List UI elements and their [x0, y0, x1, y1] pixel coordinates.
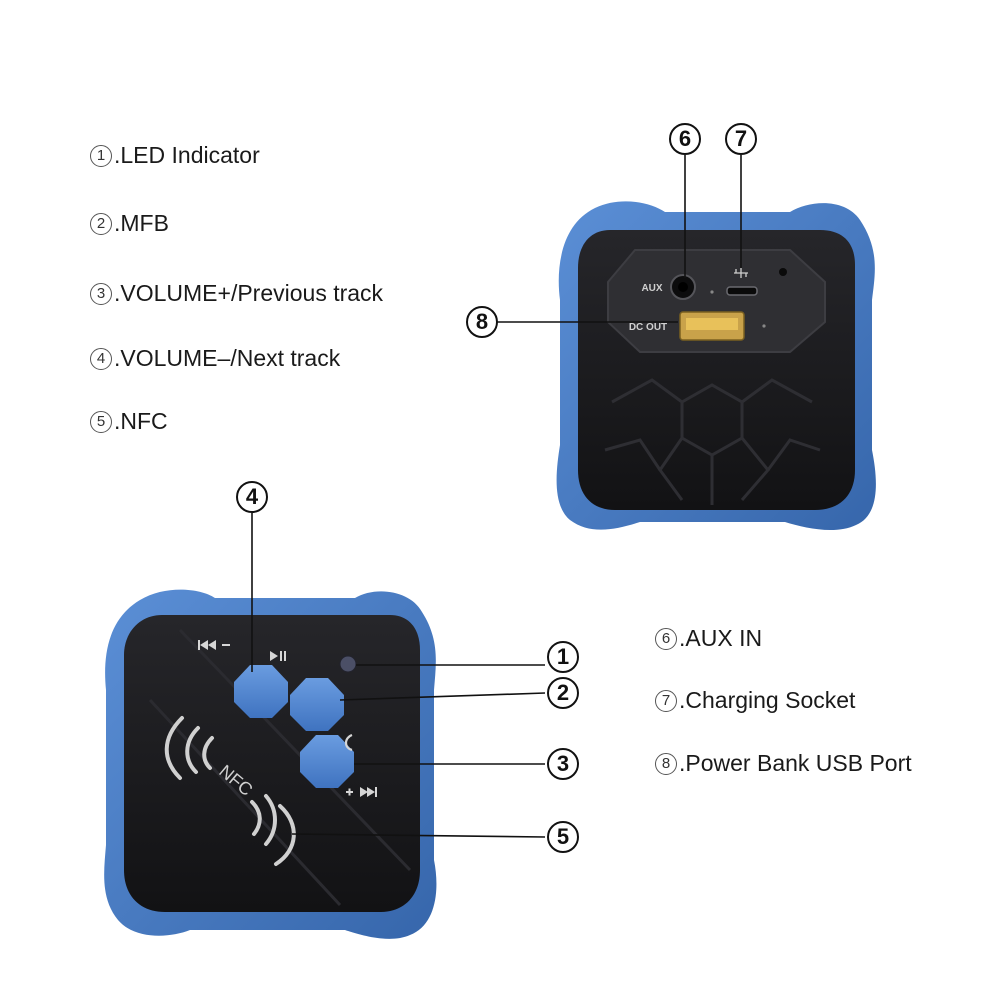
legend-number: 8: [655, 752, 677, 775]
callout-1: 1: [547, 641, 579, 673]
legend-item-2: 2 .MFB: [90, 210, 169, 237]
front-face-panel: [124, 615, 420, 912]
legend-item-4: 4 .VOLUME–/Next track: [90, 345, 340, 372]
legend-number: 3: [90, 282, 112, 305]
micro-usb-port: [726, 286, 758, 296]
legend-item-7: 7 .Charging Socket: [655, 687, 855, 714]
legend-number: 5: [90, 410, 112, 433]
legend-item-3: 3 .VOLUME+/Previous track: [90, 280, 383, 307]
nfc-waves-left: [164, 716, 214, 780]
mic-hole: [779, 268, 787, 276]
legend-number: 6: [655, 627, 677, 650]
hex-pattern: [604, 378, 821, 505]
phone-icon: [344, 733, 353, 752]
callout-lines: [251, 155, 742, 838]
legend-number: 4: [90, 347, 112, 370]
dc-out-label: DC OUT: [629, 322, 667, 333]
speaker-front-view: NFC: [104, 589, 437, 939]
legend-item-5: 5 .NFC: [90, 408, 168, 435]
legend-label: .MFB: [114, 210, 169, 236]
callout-8: 8: [466, 306, 498, 338]
aux-label: AUX: [641, 283, 662, 294]
usb-icon: [734, 268, 748, 278]
legend-number: 2: [90, 212, 112, 235]
legend-label: .AUX IN: [679, 625, 763, 651]
aux-jack-hole: [678, 282, 688, 292]
led-indicator: [339, 655, 357, 673]
indicator-dot: [710, 290, 714, 294]
legend-label: .NFC: [114, 408, 168, 434]
legend-label: .VOLUME+/Previous track: [114, 280, 384, 306]
nfc-waves-right: [250, 794, 296, 866]
legend-item-1: 1 .LED Indicator: [90, 142, 260, 169]
legend-item-6: 6 .AUX IN: [655, 625, 762, 652]
callout-7: 7: [725, 123, 757, 155]
legend-item-8: 8 .Power Bank USB Port: [655, 750, 912, 777]
speaker-back-view: AUX DC OUT: [556, 201, 876, 531]
indicator-dot: [762, 324, 766, 328]
play-pause-icon: [270, 651, 286, 661]
callout-2: 2: [547, 677, 579, 709]
callout-3: 3: [547, 748, 579, 780]
legend-number: 7: [655, 689, 677, 712]
prev-volume-icon: [198, 640, 230, 650]
legend-label: .Charging Socket: [679, 687, 856, 713]
usb-a-tongue: [686, 318, 738, 330]
legend-label: .VOLUME–/Next track: [114, 345, 341, 371]
legend-label: .LED Indicator: [114, 142, 260, 168]
legend-number: 1: [90, 144, 112, 167]
legend-label: .Power Bank USB Port: [679, 750, 912, 776]
next-volume-icon: [346, 787, 377, 797]
callout-5: 5: [547, 821, 579, 853]
face-stripes: [148, 628, 412, 907]
volume-down-button[interactable]: [234, 665, 288, 718]
callout-6: 6: [669, 123, 701, 155]
port-panel: [607, 249, 826, 353]
volume-up-button[interactable]: [300, 735, 354, 788]
callout-4: 4: [236, 481, 268, 513]
mfb-button[interactable]: [290, 678, 344, 731]
